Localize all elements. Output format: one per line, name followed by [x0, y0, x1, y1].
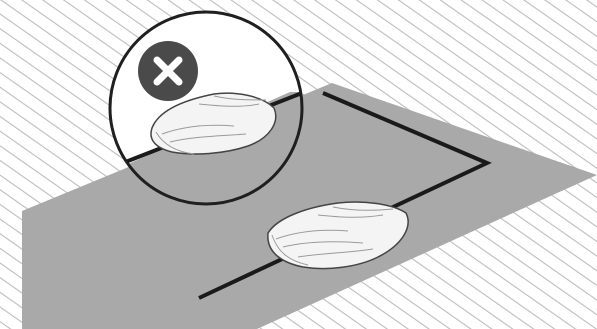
close-icon — [138, 41, 198, 101]
mat-surface — [22, 83, 597, 329]
wrapped-item — [267, 201, 409, 270]
